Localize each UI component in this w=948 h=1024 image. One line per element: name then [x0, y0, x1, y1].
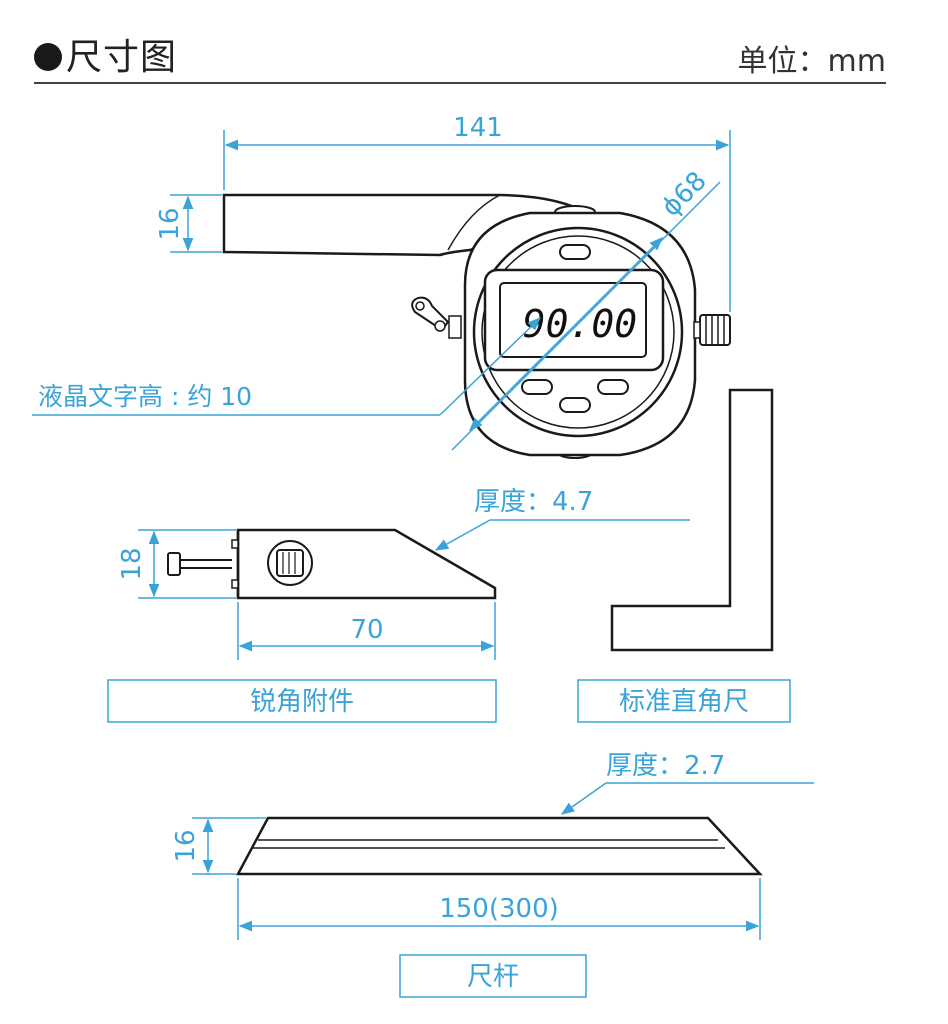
sharp-angle-attachment: [167, 528, 497, 600]
lcd-height-callout: 液晶文字高 : 约 10: [32, 317, 541, 416]
lcd-reading: 90.00: [523, 302, 637, 346]
dim-handle-height-label: 16: [155, 207, 185, 240]
dim-dial-diameter-label: ϕ68: [656, 166, 713, 223]
dim-handle-height: 16: [155, 194, 222, 253]
dim-rule-length: 150(300): [237, 878, 761, 940]
handle-arm-curve: [447, 194, 501, 251]
right-button: [597, 379, 629, 395]
rule-thickness-label: 厚度：2.7: [606, 751, 725, 781]
standard-square: [610, 388, 774, 652]
label-box-square: 标准直角尺: [577, 679, 791, 723]
dim-attachment-height-label: 18: [117, 547, 147, 580]
dim-rule-length-label: 150(300): [439, 894, 559, 924]
label-box-rod: 尺杆: [399, 954, 587, 998]
adjust-knob: [699, 314, 731, 346]
label-box-attachment: 锐角附件: [107, 679, 497, 723]
protractor-gauge: 90.00: [222, 193, 731, 459]
top-button: [559, 244, 591, 260]
lcd-height-label: 液晶文字高 : 约 10: [38, 382, 252, 411]
label-standard-square: 标准直角尺: [619, 687, 749, 717]
header-divider: [34, 82, 886, 84]
dim-attachment-length-label: 70: [350, 615, 383, 645]
page-title: 尺寸图: [34, 28, 177, 80]
bullet-icon: [34, 43, 62, 71]
unit-label: 单位：mm: [737, 44, 886, 79]
attachment-thickness-label: 厚度：4.7: [474, 487, 593, 517]
lock-clip: [411, 296, 462, 339]
dim-total-width-label: 141: [453, 113, 503, 143]
dim-total-width: 141: [223, 113, 731, 312]
ruler-rod: [235, 816, 763, 876]
label-sharp-angle-attachment: 锐角附件: [250, 687, 354, 717]
rule-thickness-callout: 厚度：2.7: [560, 751, 814, 815]
label-ruler-rod: 尺杆: [467, 962, 519, 992]
dim-rule-height: 16: [171, 817, 266, 875]
dim-attachment-height: 18: [117, 529, 236, 599]
bottom-button: [559, 397, 591, 413]
dim-attachment-length: 70: [237, 602, 496, 660]
attachment-thickness-callout: 厚度：4.7: [434, 487, 690, 551]
left-button: [521, 379, 553, 395]
page-title-text: 尺寸图: [66, 37, 178, 78]
dim-rule-height-label: 16: [171, 829, 201, 862]
